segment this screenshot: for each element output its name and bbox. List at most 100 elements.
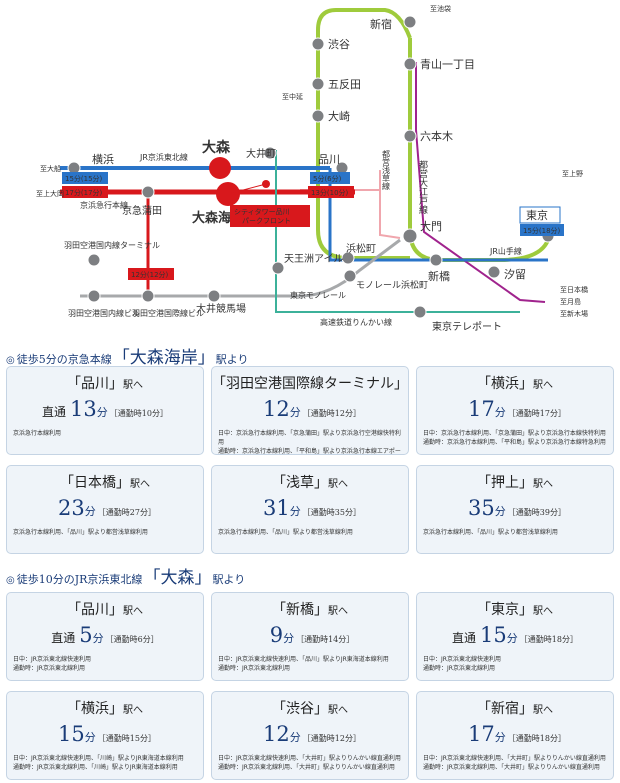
station-dot-osaki xyxy=(311,109,325,123)
card-destination: 横浜 xyxy=(81,701,109,717)
card-note: 京浜急行本線利用、「品川」駅より都営浅草線利用 xyxy=(13,529,148,536)
station-dot-omori xyxy=(209,157,231,179)
label-yamanote: JR山手線 xyxy=(489,246,522,256)
card-title: 「新宿」駅へ xyxy=(477,701,553,717)
card-minutes: 23 xyxy=(58,496,85,520)
station-dot-aoyama xyxy=(403,57,417,71)
time-shinagawa-kk: 13分(10分) xyxy=(311,188,349,197)
section1-heading: ◎ 徒歩5分の京急本線 「大森海岸」 駅より xyxy=(6,348,249,368)
card-note: 京浜急行本線利用 xyxy=(13,430,62,437)
label-hamamatsucho: 浜松町 xyxy=(346,242,376,255)
card-commute: ［通勤時14分］ xyxy=(296,635,355,644)
card-commute: ［通勤時12分］ xyxy=(302,734,361,743)
to-nihombashi: 至日本橋 xyxy=(560,285,588,294)
route-card: 「羽田空港国際線ターミナル」駅へ 12分［通勤時12分］ 日中：京浜急行本線利用、「… xyxy=(211,366,409,455)
station-dot-monorail-hamamatsucho xyxy=(343,269,357,283)
card-destination: 東京 xyxy=(491,602,519,618)
card-commute: ［通勤時27分］ xyxy=(97,508,156,517)
label-asakusa: 都営浅草線 xyxy=(382,150,391,190)
card-commute: ［通勤時10分］ xyxy=(109,409,168,418)
label-shinagawa: 品川 xyxy=(318,153,340,166)
label-roppongi: 六本木 xyxy=(420,129,453,143)
label-monorail: 東京モノレール xyxy=(290,290,346,300)
station-dot-tennozu xyxy=(271,261,285,275)
label-keikyu-kamata: 京急蒲田 xyxy=(122,204,162,217)
time-yokohama-kk: 17分(17分) xyxy=(65,188,103,197)
card-destination: 横浜 xyxy=(491,376,519,392)
card-destination: 新橋 xyxy=(286,602,314,618)
label-yokohama: 横浜 xyxy=(92,152,114,166)
label-oimachi: 大井町 xyxy=(246,147,276,160)
card-minutes: 31 xyxy=(263,496,290,520)
card-note: 日中：京浜急行本線利用、「京急蒲田」駅より京浜急行空港線快特利用 通勤時：京浜急… xyxy=(218,430,401,455)
to-tsukishima: 至月島 xyxy=(560,297,581,306)
card-commute: ［通勤時18分］ xyxy=(519,635,578,644)
card-note: 日中：JR京浜東北線快速利用 通勤時：JR京浜東北線利用 xyxy=(423,656,501,672)
card-note: 日中：JR京浜東北線快速利用 通勤時：JR京浜東北線利用 xyxy=(13,656,91,672)
to-nakanobu: 至中延 xyxy=(282,92,303,101)
card-title: 「新橋」駅へ xyxy=(272,602,348,618)
label-shiodome: 汐留 xyxy=(504,267,526,281)
label-rinkai: 高速鉄道りんかい線 xyxy=(320,317,392,327)
card-title: 「品川」駅へ xyxy=(67,376,143,392)
station-dot-oi-keibajo xyxy=(207,289,221,303)
to-ueno: 至上野 xyxy=(562,169,583,178)
card-time: 9分［通勤時14分］ xyxy=(269,623,355,647)
card-minutes: 17 xyxy=(468,397,495,421)
card-title: 「品川」駅へ xyxy=(67,602,143,618)
label-haneda-intl-bldg: 羽田空港国際線ビル xyxy=(132,308,204,318)
card-minutes: 35 xyxy=(468,496,495,520)
card-title: 「横浜」駅へ xyxy=(67,701,143,717)
station-dot-oimachi xyxy=(263,146,277,160)
label-jr-keihin: JR京浜東北線 xyxy=(139,152,188,162)
card-prefix: 直通 xyxy=(51,631,76,645)
to-kamiooka: 至上大岡 xyxy=(36,189,64,198)
label-tokyo: 東京 xyxy=(526,208,548,222)
property-label: シティタワー品川 xyxy=(234,207,290,216)
station-dot-roppongi xyxy=(403,129,417,143)
label-shimbashi: 新橋 xyxy=(428,269,450,283)
card-time: 12分［通勤時12分］ xyxy=(263,722,361,746)
card-note: 日中：JR京浜東北線快速利用、「品川」駅よりJR東海道本線利用 通勤時：JR京浜… xyxy=(218,656,389,672)
card-note: 京浜急行本線利用、「品川」駅より都営浅草線利用 xyxy=(423,529,558,536)
station-dot-shiodome xyxy=(487,265,501,279)
station-dot-shibuya xyxy=(311,37,325,51)
station-dot-shinjuku xyxy=(403,15,417,29)
station-dot-keikyu-kamata xyxy=(141,185,155,199)
time-haneda: 12分(12分) xyxy=(131,270,169,279)
label-oedo: 都営大江戸線 xyxy=(417,160,428,214)
card-minutes: 12 xyxy=(263,722,290,746)
card-prefix: 直通 xyxy=(42,405,67,419)
jr-keihin-east xyxy=(328,168,548,262)
card-title: 「浅草」駅へ xyxy=(272,475,348,491)
time-tokyo: 15分(18分) xyxy=(523,226,561,235)
route-map: JR京浜東北線 京浜急行本線 JR山手線 東京モノレール 高速鉄道りんかい線 渋… xyxy=(36,4,588,333)
label-shibuya: 渋谷 xyxy=(328,38,350,51)
section2-station: 大森 xyxy=(160,568,195,588)
card-time: 17分［通勤時18分］ xyxy=(468,722,566,746)
time-shinagawa-jr: 5分(6分) xyxy=(313,174,342,183)
card-minutes: 15 xyxy=(480,623,507,647)
label-teleport: 東京テレポート xyxy=(432,320,502,333)
card-destination: 渋谷 xyxy=(286,701,314,717)
label-aoyama: 青山一丁目 xyxy=(420,58,475,71)
card-commute: ［通勤時15分］ xyxy=(97,734,156,743)
card-commute: ［通勤時39分］ xyxy=(507,508,566,517)
card-destination: 浅草 xyxy=(286,475,314,491)
card-title: 「渋谷」駅へ xyxy=(272,701,348,717)
card-commute: ［通勤時6分］ xyxy=(105,635,159,644)
card-time: 12分［通勤時12分］ xyxy=(263,397,361,421)
station-dot-gotanda xyxy=(311,77,325,91)
label-gotanda: 五反田 xyxy=(328,78,361,91)
monorail-line xyxy=(80,238,401,298)
property-label-box xyxy=(230,205,310,227)
card-title: 「羽田空港国際線ターミナル」駅へ xyxy=(212,376,408,392)
label-omori: 大森 xyxy=(202,139,231,156)
card-commute: ［通勤時17分］ xyxy=(507,409,566,418)
